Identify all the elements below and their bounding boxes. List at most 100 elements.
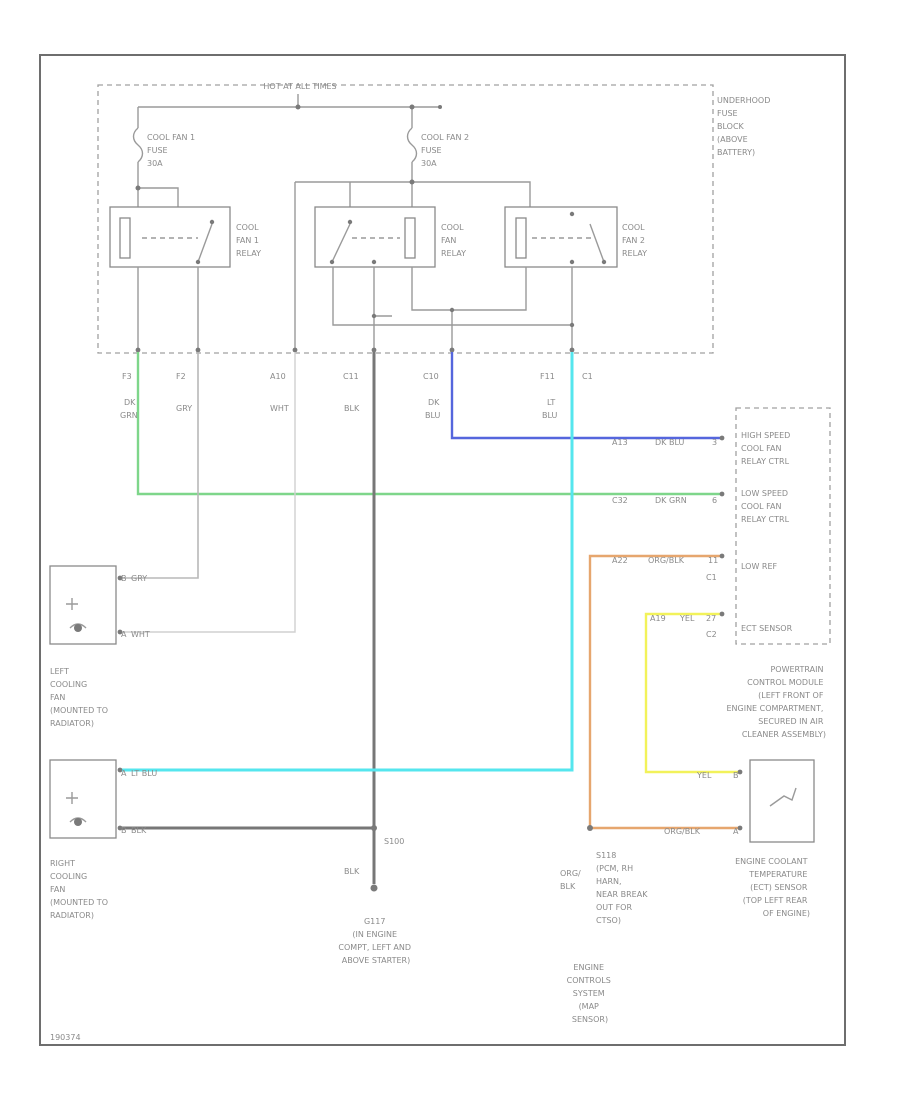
cool-fan-2-relay: COOL FAN 2 RELAY [504, 206, 648, 268]
ect-sensor: YEL B ORG/BLK A ENGINE COOLANT TEMPERATU… [664, 759, 815, 918]
fuse-1-branch [138, 187, 179, 212]
relay-1-label: COOL FAN 1 RELAY [236, 223, 262, 258]
pcm-label: POWERTRAIN CONTROL MODULE (LEFT FRONT OF… [726, 665, 826, 739]
gry-wire [120, 352, 199, 579]
lt-blu-wire [120, 352, 574, 772]
pcm-function-low-speed: LOW SPEED COOL FAN RELAY CTRL [741, 489, 791, 524]
cool-fan-1-relay: COOL FAN 1 RELAY [109, 206, 262, 268]
thermistor-icon [769, 787, 797, 807]
right-cooling-fan: A LT BLU B BLK RIGHT COOLING FAN (MOUNTE… [49, 759, 157, 920]
ground-g117-label: G117 (IN ENGINE COMPT, LEFT AND ABOVE ST… [338, 917, 413, 965]
motor-icon [74, 818, 82, 826]
pcm-function-ect-sensor: ECT SENSOR [741, 624, 793, 633]
wire-color-codes: DK GRN GRY WHT BLK DK BLU LT BLU [120, 398, 558, 420]
relay-coils-link [411, 267, 527, 311]
svg-text:BLU: BLU [542, 411, 558, 420]
powertrain-control-module: HIGH SPEED COOL FAN RELAY CTRL LOW SPEED… [706, 407, 831, 739]
svg-text:A13: A13 [612, 438, 628, 447]
pcm-pin-labels: A13 DK BLU 3 C32 DK GRN 6 A22 ORG/BLK 11… [612, 438, 718, 623]
svg-text:C1: C1 [582, 372, 593, 381]
mid-relay-out [332, 267, 572, 326]
svg-text:DK GRN: DK GRN [655, 496, 687, 505]
mid-relay-box [314, 206, 436, 268]
ground-wire-label: BLK [344, 867, 360, 876]
motor-icon [74, 624, 82, 632]
yel-wire [644, 612, 740, 774]
contact [569, 211, 575, 217]
dk-grn-wire [136, 352, 722, 496]
svg-text:F2: F2 [176, 372, 186, 381]
right-fan-pin-a-label: A [121, 769, 127, 778]
relay-1-switch [197, 223, 213, 263]
contact [329, 259, 335, 265]
right-fan-pin-a [117, 767, 123, 773]
cool-fan-2-fuse-label: COOL FAN 2 FUSE 30A [421, 133, 472, 168]
fuse-block-name: UNDERHOOD FUSE BLOCK (ABOVE BATTERY) [717, 96, 773, 157]
right-fan-pin-b [117, 825, 123, 831]
pcm-outline [735, 407, 831, 645]
right-fan-label: RIGHT COOLING FAN (MOUNTED TO RADIATOR) [50, 859, 111, 920]
ect-pin-a-wire: ORG/BLK [664, 827, 701, 836]
mid-relay-coil [404, 217, 416, 259]
svg-text:DK: DK [124, 398, 136, 407]
fuse-block-outline [97, 84, 714, 354]
svg-text:F11: F11 [540, 372, 555, 381]
svg-text:C10: C10 [423, 372, 439, 381]
svg-text:A10: A10 [270, 372, 286, 381]
right-fan-pin-b-label: B [121, 826, 127, 835]
org-blk-wire [588, 554, 740, 830]
svg-text:GRY: GRY [176, 404, 192, 413]
mid-relay-label: COOL FAN RELAY [441, 223, 466, 258]
underhood-fuse-block: HOT AT ALL TIMES UNDERHOOD FUSE BLOCK (A… [97, 82, 773, 354]
svg-text:C11: C11 [343, 372, 359, 381]
diagram-border [39, 54, 846, 1046]
ect-pin-a-label: A [733, 827, 739, 836]
junction [409, 179, 415, 185]
svg-text:YEL: YEL [679, 614, 695, 623]
left-fan-pin-a-label: A [121, 630, 127, 639]
cool-fan-2-fuse-symbol [406, 127, 418, 163]
splice-s118: ORG/ BLK S118 (PCM, RH HARN, NEAR BREAK … [560, 825, 650, 925]
junction [449, 307, 455, 313]
splice-s118-dot [587, 825, 593, 831]
battery-feed-bus [137, 94, 440, 128]
svg-text:DK: DK [428, 398, 440, 407]
relay-2-switch [589, 223, 605, 263]
ect-sensor-box [749, 759, 815, 843]
cool-fan-1-fuse-symbol [132, 127, 144, 163]
engine-controls-label: ENGINE CONTROLS SYSTEM (MAP SENSOR) [567, 963, 614, 1024]
contact [195, 259, 201, 265]
left-fan-label: LEFT COOLING FAN (MOUNTED TO RADIATOR) [50, 667, 111, 728]
svg-text:A22: A22 [612, 556, 628, 565]
mid-relay-switch [331, 223, 351, 263]
svg-text:LT: LT [547, 398, 555, 407]
splice-s118-label: S118 (PCM, RH HARN, NEAR BREAK OUT FOR C… [596, 851, 650, 925]
splice-s118-wire: ORG/ BLK [560, 869, 583, 891]
splice-s100-dot [371, 825, 377, 831]
relay-1-coil [119, 217, 131, 259]
ground-icon [370, 884, 378, 892]
contact [371, 259, 377, 265]
cool-fan-relay: COOL FAN RELAY [314, 206, 466, 268]
svg-text:BLK: BLK [344, 404, 360, 413]
left-fan-pin-b-label: B [121, 574, 127, 583]
ect-sensor-label: ENGINE COOLANT TEMPERATURE (ECT) SENSOR … [735, 857, 810, 918]
svg-text:11: 11 [708, 556, 718, 565]
bus-junction [438, 105, 442, 109]
left-fan-pin-a-wire: WHT [131, 630, 150, 639]
contact [209, 219, 215, 225]
svg-text:C32: C32 [612, 496, 628, 505]
ect-pin-b-label: B [733, 771, 739, 780]
relay-2-label: COOL FAN 2 RELAY [622, 223, 648, 258]
cool-fan-1-fuse-label: COOL FAN 1 FUSE 30A [147, 133, 198, 168]
pcm-function-high-speed: HIGH SPEED COOL FAN RELAY CTRL [741, 431, 793, 466]
right-fan-pin-a-wire: LT BLU [131, 769, 157, 778]
left-fan-pin-a [117, 629, 123, 635]
junction [371, 313, 377, 319]
dk-blu-wire [450, 352, 722, 440]
contact [347, 219, 353, 225]
contact [601, 259, 607, 265]
left-fan-pin-b [117, 575, 123, 581]
pcm-function-low-ref: LOW REF [741, 562, 778, 571]
pcm-connector-c1: C1 [706, 573, 717, 582]
